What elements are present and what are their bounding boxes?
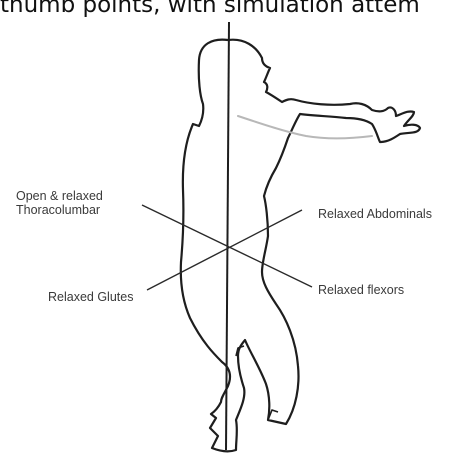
arm-sleeve-line [238, 116, 372, 138]
label-open-relaxed: Open & relaxed [16, 189, 103, 203]
label-relaxed-glutes: Relaxed Glutes [48, 290, 133, 304]
label-relaxed-flexors: Relaxed flexors [318, 283, 404, 297]
abdominals-flexors-line [147, 210, 302, 290]
label-relaxed-abdominals: Relaxed Abdominals [318, 207, 432, 221]
body-outline [181, 40, 420, 452]
label-thoracolumbar: Thoracolumbar [16, 203, 100, 217]
